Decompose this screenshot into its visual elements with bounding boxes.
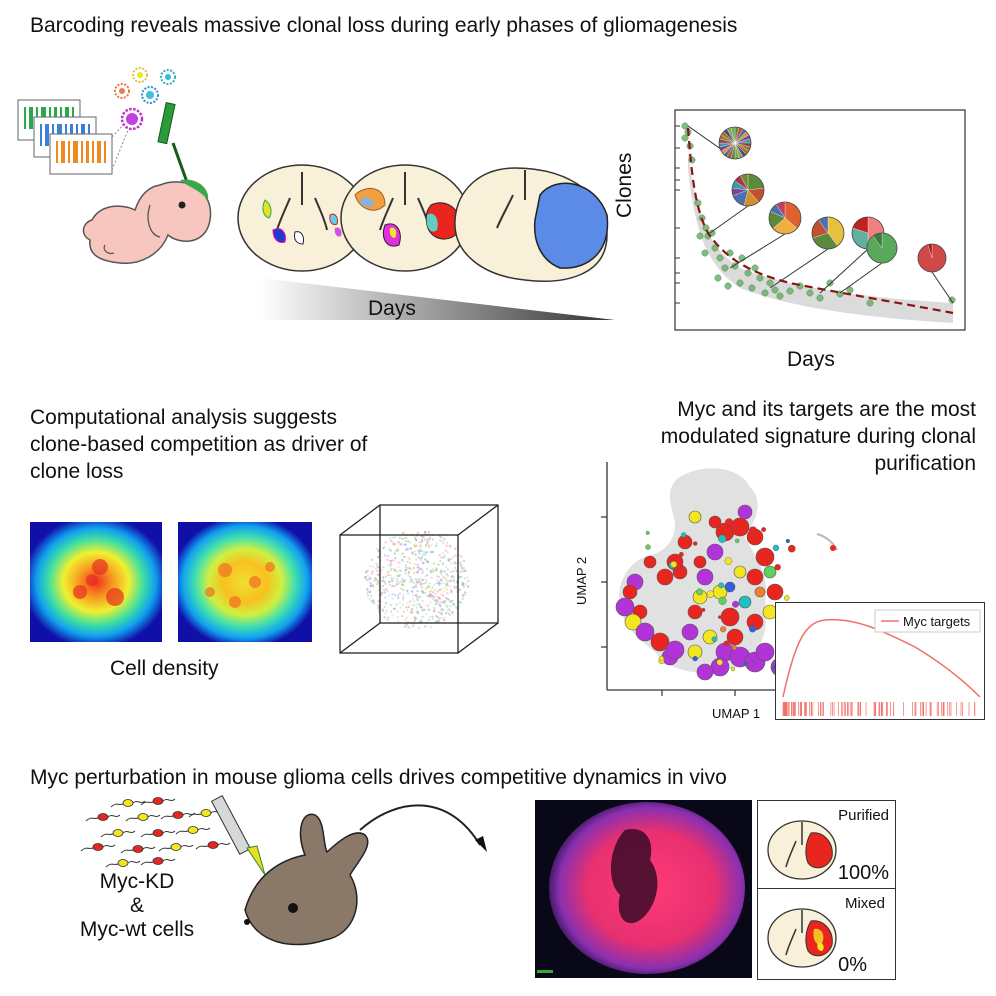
panel-purified-percent: 100% [837, 862, 889, 884]
section2-title-line: Computational analysis suggests [30, 406, 338, 429]
gsea-enrichment-plot [775, 602, 985, 720]
section2-title-line: clone-based competition as driver of [30, 433, 368, 456]
legend-box [874, 609, 981, 633]
cells-label-line: & [129, 894, 144, 917]
syringe-icon [157, 102, 190, 186]
gsea-legend-label: Myc targets [903, 614, 971, 629]
heatmap-caption: Cell density [110, 657, 219, 680]
mouse-icon [244, 813, 369, 946]
fit-curve [686, 127, 954, 315]
cell-density-heatmaps [30, 522, 312, 642]
section3-title: Myc and its targets are the most modulat… [661, 396, 976, 477]
clone-data-points [681, 122, 956, 307]
panel-mixed-label: Mixed [844, 895, 885, 912]
clone-decay-plot [674, 109, 966, 331]
days-arrow-label: Days [368, 297, 416, 320]
clone-pie-charts [687, 125, 954, 304]
barcoding-illustration [17, 67, 212, 264]
panel-mixed-percent: 0% [838, 954, 867, 976]
plot-xlabel: Days [787, 348, 835, 371]
umap-plot [601, 462, 855, 696]
section3-title-line: modulated signature during clonal [660, 425, 976, 448]
heatmap-2 [178, 522, 312, 642]
mixed-brain-icon [767, 908, 837, 968]
panel-purified-label: Purified [838, 807, 889, 824]
virus-particles [114, 67, 176, 131]
enrichment-curve [782, 618, 981, 698]
gene-rank-ticks [782, 702, 976, 716]
section2-title: Computational analysis suggests clone-ba… [30, 404, 367, 485]
injection-needle-icon [210, 795, 266, 876]
umap-xlabel: UMAP 1 [712, 706, 761, 721]
brain-slice-1 [237, 164, 367, 272]
days-gradient-wedge [260, 278, 615, 320]
barcode-cards [17, 99, 129, 175]
clone-3d-cube [339, 504, 499, 654]
brain-slice-3 [454, 167, 609, 282]
panel-mixed: Mixed 0% [757, 888, 896, 980]
section2-title-line: clone loss [30, 460, 124, 483]
decay-band [688, 148, 953, 323]
mouse-injection-illustration [210, 795, 487, 946]
y-axis-ticks [675, 125, 680, 304]
cells-label-line: Myc-wt cells [79, 918, 195, 941]
panel-purified: Purified 100% [757, 800, 896, 889]
embryo-icon [82, 179, 212, 264]
tumor-fluorescence-image [535, 800, 752, 978]
umap-clone-dots [615, 504, 798, 681]
transfer-arrow [359, 804, 481, 846]
umap-outlier-cluster [816, 533, 838, 551]
section3-title-line: Myc and its targets are the most [677, 398, 976, 421]
section3-title-line: purification [874, 452, 976, 475]
cells-label: Myc-KD & Myc-wt cells [62, 870, 212, 942]
glioma-cells-illustration [80, 797, 231, 868]
section4-title: Myc perturbation in mouse glioma cells d… [30, 766, 727, 789]
necrotic-core [610, 829, 658, 924]
purified-brain-icon [767, 820, 837, 880]
plot-ylabel: Clones [613, 152, 636, 218]
brain-sections [237, 164, 615, 320]
umap-ylabel: UMAP 2 [574, 556, 589, 605]
cube-edges [339, 504, 499, 654]
cells-label-line: Myc-KD [99, 870, 175, 893]
brain-slice-2 [340, 164, 470, 272]
section1-title: Barcoding reveals massive clonal loss du… [30, 14, 738, 37]
